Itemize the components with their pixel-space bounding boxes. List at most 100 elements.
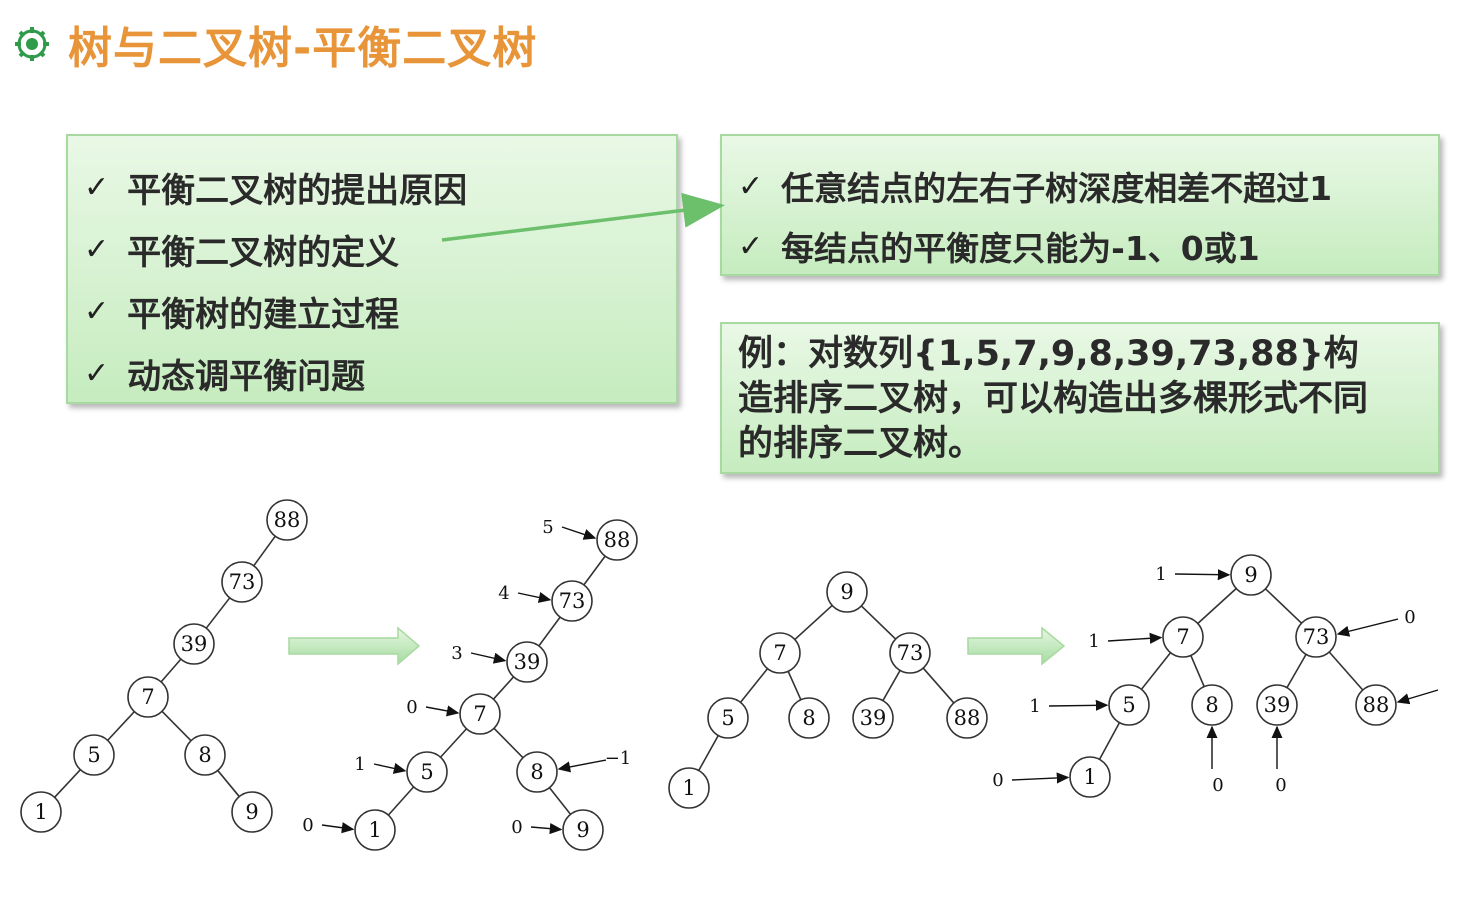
tree-node-label: 7: [141, 685, 154, 709]
topic-item: ✓ 平衡二叉树的定义: [84, 218, 676, 280]
topic-text: 平衡树的建立过程: [127, 294, 400, 335]
balance-factor-label: 1: [1088, 631, 1099, 652]
tree-edge: [161, 710, 192, 742]
tree-node-label: 1: [368, 818, 381, 842]
tree-node-circle: [1355, 684, 1397, 726]
tree-node-circle: [354, 809, 396, 851]
balance-factor-arrow: [1011, 772, 1070, 784]
tree-edge: [1328, 651, 1364, 691]
balance-factor-arrow: [1396, 689, 1439, 705]
tree-node-circle: [516, 751, 558, 793]
tree-node-circle: [231, 791, 273, 833]
balance-factor-arrow: [321, 822, 355, 834]
balance-factor-label: 3: [451, 643, 462, 664]
tree-edge: [1264, 588, 1303, 624]
tree-node-circle: [1069, 756, 1111, 798]
tree-node-circle: [266, 499, 308, 541]
tree-edge: [698, 735, 719, 771]
definition-text: 任意结点的左右子树深度相差不超过1: [781, 169, 1333, 208]
balance-factor-label: 4: [498, 583, 509, 604]
tree-node-circle: [1256, 684, 1298, 726]
definition-item: ✓ 每结点的平衡度只能为-1、0或1: [738, 216, 1438, 276]
tree-node-circle: [127, 676, 169, 718]
tree-node-circle: [221, 561, 263, 603]
tree-node-label: 7: [473, 702, 486, 726]
topic-item: ✓ 平衡树的建立过程: [84, 280, 676, 342]
topic-item: ✓ 平衡二叉树的提出原因: [84, 156, 676, 218]
balance-factor-arrow: [557, 759, 607, 773]
tree-edge: [1098, 722, 1121, 760]
tree-node-label: 8: [802, 706, 815, 730]
balance-factor-label: 0: [992, 770, 1003, 791]
tree-node-label: 39: [514, 650, 541, 674]
balance-factor-arrow: [530, 823, 563, 835]
balance-factor-arrow: [1336, 618, 1399, 637]
tree-node-circle: [707, 697, 749, 739]
tree-node-label: 73: [1303, 625, 1330, 649]
tree-edge: [583, 555, 606, 586]
tree-node-label: 7: [773, 641, 786, 665]
tree-node-circle: [1191, 684, 1233, 726]
balance-factor-arrow: [1048, 699, 1109, 711]
tree-edge: [54, 769, 81, 798]
tree-node-label: 8: [530, 760, 543, 784]
page-title: 树与二叉树-平衡二叉树: [68, 23, 538, 74]
tree-node-label: 7: [1176, 625, 1189, 649]
balance-factor-arrow: [561, 526, 597, 540]
tree-node-circle: [852, 697, 894, 739]
tree-node-label: 39: [181, 632, 208, 656]
tree-node-circle: [562, 809, 604, 851]
definition-pointer-arrow: [441, 192, 725, 242]
check-icon: ✓: [738, 168, 764, 204]
tree-edge: [253, 535, 276, 567]
tree-node-label: 39: [860, 706, 887, 730]
tree-edge: [739, 668, 769, 703]
topic-item: ✓ 动态调平衡问题: [84, 342, 676, 404]
check-icon: ✓: [84, 355, 110, 391]
tree-edge: [882, 669, 901, 702]
tree-node-circle: [889, 632, 931, 674]
tree-node-circle: [788, 697, 830, 739]
balance-factor-label: 1: [1155, 564, 1166, 585]
tree-node-label: 1: [1083, 765, 1096, 789]
tree-node-label: 88: [954, 706, 981, 730]
tree-node-label: 9: [840, 580, 853, 604]
tree-node-circle: [406, 751, 448, 793]
transform-arrow-left: [288, 626, 421, 666]
topic-text: 平衡二叉树的定义: [127, 232, 400, 273]
tree-node-circle: [826, 571, 868, 613]
definition-item: ✓ 任意结点的左右子树深度相差不超过1: [738, 156, 1438, 216]
tree-node-label: 5: [420, 760, 433, 784]
tree-node-circle: [668, 767, 710, 809]
tree-node-label: 5: [1122, 693, 1135, 717]
definition-box: ✓ 任意结点的左右子树深度相差不超过1 ✓ 每结点的平衡度只能为-1、0或1: [720, 134, 1440, 276]
tree-node-label: 8: [1205, 693, 1218, 717]
tree-node-circle: [459, 693, 501, 735]
example-text: 例：对数列{1,5,7,9,8,39,73,88}构 造排序二叉树，可以构造出多…: [738, 334, 1369, 464]
tree-edge: [794, 604, 833, 641]
tree-node-circle: [173, 623, 215, 665]
tree-edge: [548, 787, 572, 815]
tree-node-label: 73: [559, 589, 586, 613]
check-icon: ✓: [84, 231, 110, 267]
tree-edge: [787, 670, 802, 701]
balance-factor-arrow: [373, 762, 407, 774]
gear-bullet-icon: [15, 27, 49, 61]
tree-node-circle: [506, 641, 548, 683]
tree-node-circle: [1162, 616, 1204, 658]
tree-node-circle: [1295, 616, 1337, 658]
tree-node-label: 39: [1264, 693, 1291, 717]
topics-box: ✓ 平衡二叉树的提出原因 ✓ 平衡二叉树的定义 ✓ 平衡树的建立过程 ✓ 动态调…: [66, 134, 678, 404]
tree-edge: [160, 658, 182, 683]
title-row: 树与二叉树-平衡二叉树: [14, 14, 537, 74]
tree-edge: [1197, 587, 1237, 625]
balance-factor-label: 0: [1212, 775, 1223, 796]
topic-text: 动态调平衡问题: [127, 356, 366, 397]
tree-node-circle: [1230, 554, 1272, 596]
tree-node-circle: [759, 632, 801, 674]
tree-node-circle: [184, 734, 226, 776]
